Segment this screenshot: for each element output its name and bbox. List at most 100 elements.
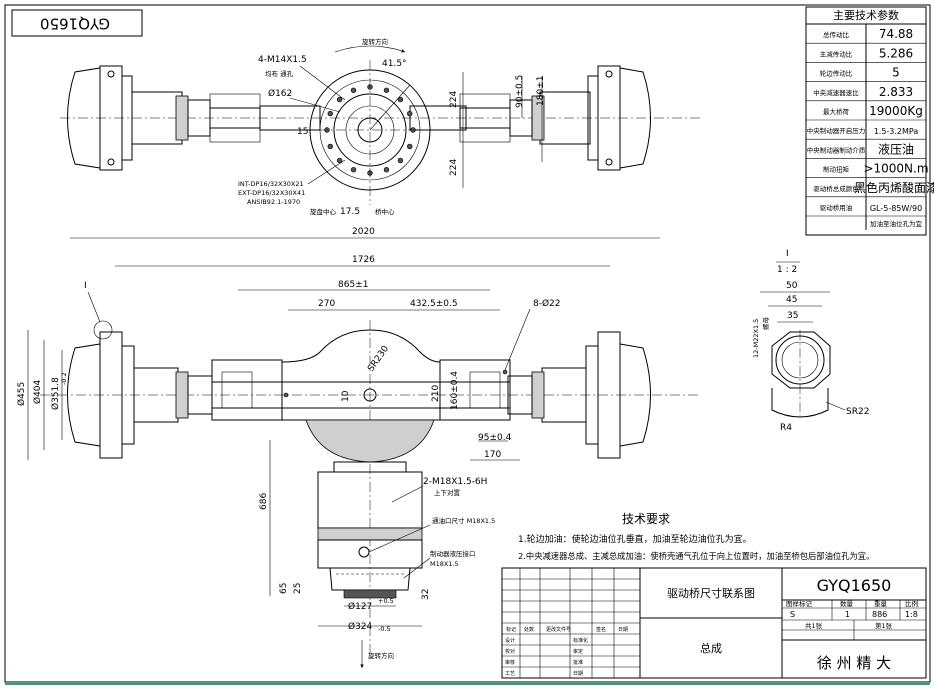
d3518-tol: -0.2 xyxy=(60,372,68,385)
sr22-label: SR22 xyxy=(846,407,869,417)
param-value: GL-5-85W/90 xyxy=(870,204,922,213)
role2-label: 日期 xyxy=(573,671,583,677)
d324-tol: -0.5 xyxy=(378,625,391,633)
weight-header: 重量 xyxy=(874,600,888,608)
stage-header: 图样标记 xyxy=(786,599,813,608)
d127-tol: +0.5 xyxy=(378,597,394,605)
thread-label: 12-M22X1.5 xyxy=(752,319,760,358)
role2-label: 标准化 xyxy=(573,637,588,644)
rev-header: 处数 xyxy=(524,626,534,633)
d90-label: 90±0.5 xyxy=(515,75,525,108)
rev-header: 标记 xyxy=(506,626,516,633)
m18c-label: M18X1.5 xyxy=(430,560,459,568)
param-value: 1.5-3.2MPa xyxy=(874,127,919,136)
param-label: 主减传动比 xyxy=(820,49,853,58)
qty-header: 数量 xyxy=(840,599,854,608)
d2020-label: 2020 xyxy=(352,227,375,237)
tech-title: 技术要求 xyxy=(622,512,670,526)
param-value: 19000Kg xyxy=(869,104,923,118)
rotated-drawing-number: GYQ1650 xyxy=(11,9,143,37)
revision-grid: 标记处数更改文件号签名日期设计校对审核工艺标准化审定批准日期 xyxy=(502,568,640,678)
role-label: 审核 xyxy=(505,659,515,666)
sheet-count: 共1张 xyxy=(805,621,823,630)
top-rotation-label: 旋转方向 xyxy=(362,37,388,46)
front-view: 2020 1726 865±1 270 432.5±0.5 8-Ø22 xyxy=(16,227,700,668)
scale-header: 比例 xyxy=(905,599,918,608)
m18b-note: 通油口尺寸 M18X1.5 xyxy=(432,516,495,525)
drawing-number: GYQ1650 xyxy=(817,576,892,595)
role-label: 设计 xyxy=(505,637,515,644)
housing-bolt-ring xyxy=(324,84,416,176)
technical-requirements: 技术要求 1.轮边加油：使轮边油位孔垂直，加油至轮边油位孔为宜。 2.中央减速器… xyxy=(518,512,874,561)
d160-label: 160±0.4 xyxy=(450,371,460,410)
param-label: 中央减速器速比 xyxy=(813,88,859,97)
stage-value: S xyxy=(790,610,795,619)
param-value: 74.88 xyxy=(879,27,913,41)
drawing-border xyxy=(4,4,931,683)
param-table-title: 主要技术参数 xyxy=(833,8,899,22)
param-label: 最大桥荷 xyxy=(823,107,850,116)
d270-label: 270 xyxy=(318,299,335,309)
d1726-label: 1726 xyxy=(352,255,375,265)
r4-label: R4 xyxy=(780,423,792,433)
role2-label: 审定 xyxy=(573,648,583,655)
tech-line2: 2.中央减速器总成、主减总成加油：使桥壳通气孔位于向上位置时，加油至桥包后部油位… xyxy=(518,551,874,561)
qty-value: 1 xyxy=(845,610,850,619)
dia162-label: Ø162 xyxy=(268,88,292,99)
drawing-name: 驱动桥尺寸联系图 xyxy=(667,586,755,600)
d455-label: Ø455 xyxy=(16,382,27,406)
rev-header: 日期 xyxy=(618,627,628,633)
param-label: 制动扭矩 xyxy=(823,165,850,174)
company-name: 徐 州 精 大 xyxy=(817,654,891,672)
rev-header: 签名 xyxy=(596,626,606,633)
param-value: 黑色丙烯酸面漆 xyxy=(854,180,934,195)
center-label: 旋盘中心 xyxy=(310,207,337,216)
d95-label: 95±0.4 xyxy=(478,433,512,443)
d170-label: 170 xyxy=(484,450,501,460)
weight-value: 886 xyxy=(872,610,887,619)
title-block: 标记处数更改文件号签名日期设计校对审核工艺标准化审定批准日期 驱动桥尺寸联系图 … xyxy=(501,567,927,679)
param-value: 5.286 xyxy=(879,46,913,60)
thread-note: 螺母 xyxy=(761,317,770,331)
d686-label: 686 xyxy=(259,493,269,510)
axle-center-label: 桥中心 xyxy=(375,207,395,216)
role-label: 校对 xyxy=(505,648,515,655)
param-label: 驱动桥总成颜色 xyxy=(813,184,859,193)
m18a-label: 2-M18X1.5-6H xyxy=(423,477,487,487)
d865-label: 865±1 xyxy=(338,280,368,290)
param-label: 中央制动器制动介质 xyxy=(807,145,866,154)
rev-header: 更改文件号 xyxy=(546,626,571,633)
oil-note: 加油至油位孔为宜 xyxy=(870,219,923,228)
param-label: 轮边传动比 xyxy=(820,69,853,78)
offset-label: 17.5 xyxy=(340,207,360,217)
d224b-label: 224 xyxy=(449,159,459,176)
role2-label: 批准 xyxy=(573,659,583,666)
d45-label: 45 xyxy=(786,295,797,305)
d35-label: 35 xyxy=(787,311,798,321)
param-value: 2.833 xyxy=(879,85,913,99)
d224a-label: 224 xyxy=(449,91,459,108)
d127-label: Ø127 xyxy=(348,601,372,612)
detail-ref-label: I xyxy=(84,281,87,291)
d65-label: 65 xyxy=(279,583,289,594)
d404-label: Ø404 xyxy=(32,379,43,404)
top-view: 旋转方向 41.5° 4-M14X1.5 均布 通孔 Ø162 15 224 2… xyxy=(60,37,700,217)
param-label: 中央制动器开启压力 xyxy=(807,126,866,135)
d50-label: 50 xyxy=(786,281,798,291)
assembly-label: 总成 xyxy=(700,641,722,655)
d3518-label: Ø351.8 xyxy=(50,377,61,410)
param-value: 5 xyxy=(892,66,900,80)
m18a-note: 上下对置 xyxy=(434,488,461,497)
d210-label: 210 xyxy=(431,385,441,402)
detail-view: I 1 : 2 50 45 35 12-M22X1.5 螺母 SR22 R4 xyxy=(752,249,869,433)
d10-label: 10 xyxy=(341,390,351,402)
sheet-number: 第1张 xyxy=(875,621,893,630)
tech-line1: 1.轮边加油：使轮边油位孔垂直，加油至轮边油位孔为宜。 xyxy=(518,533,752,545)
d15-label: 15 xyxy=(297,127,308,137)
role-label: 工艺 xyxy=(505,671,515,677)
bolts-note: 均布 通孔 xyxy=(265,69,294,78)
center-cross-icon xyxy=(363,388,377,402)
detail-label: I xyxy=(786,249,789,259)
